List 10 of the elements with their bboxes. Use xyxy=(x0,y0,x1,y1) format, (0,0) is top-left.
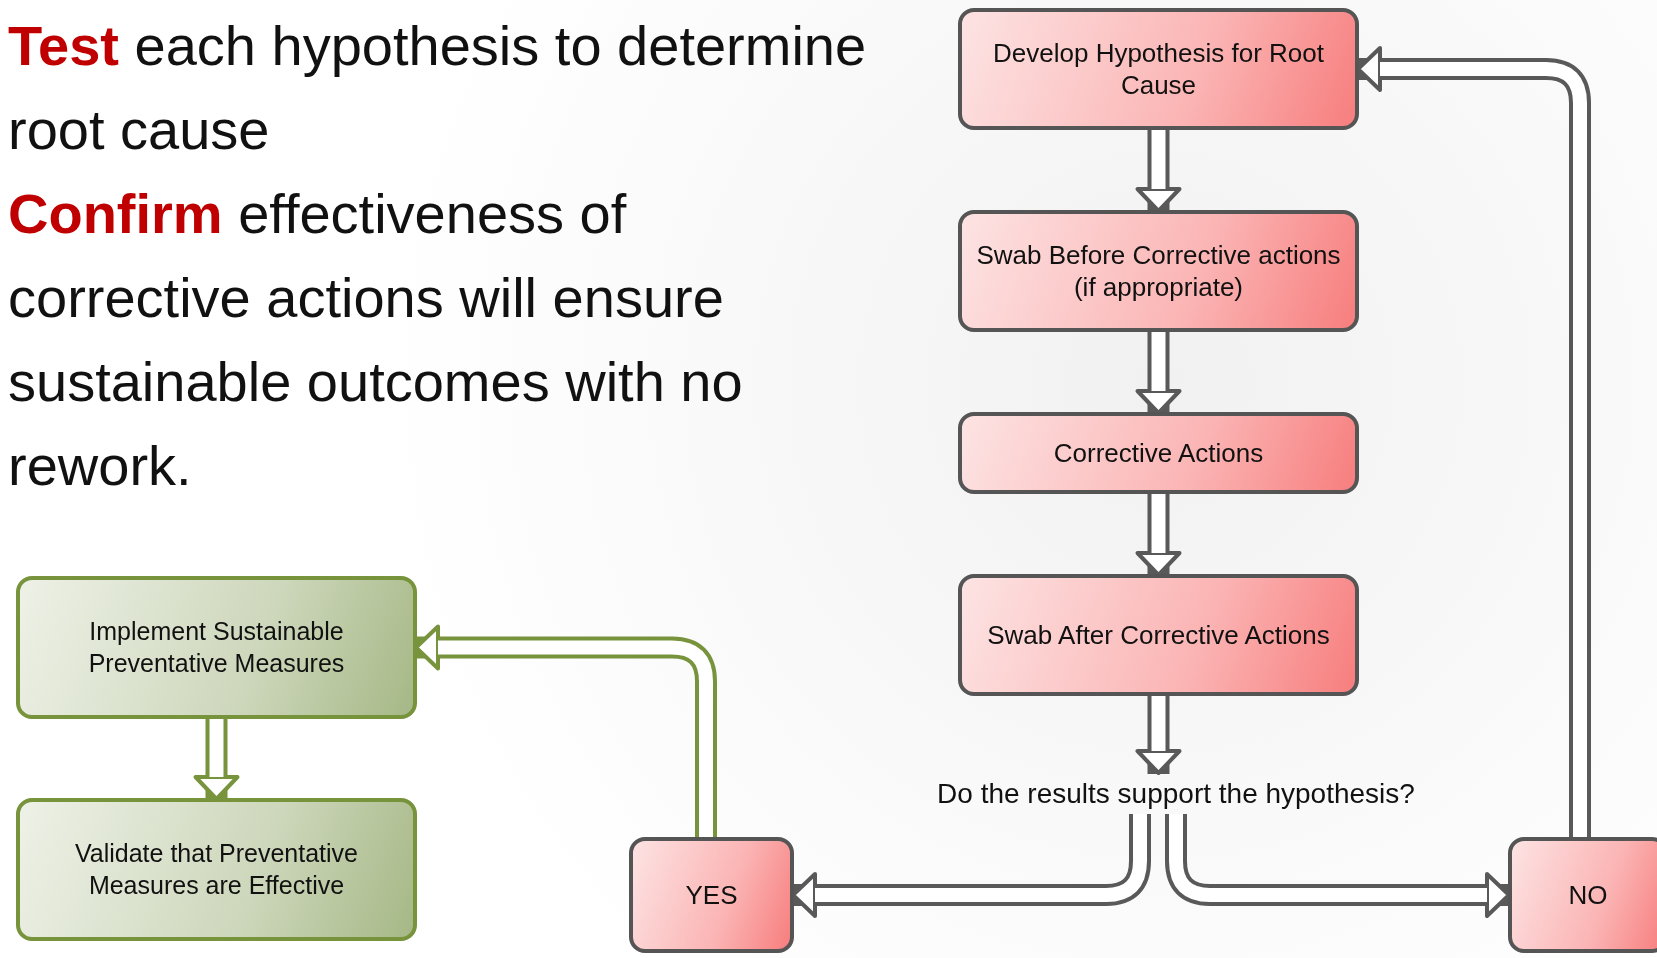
process-box: Swab After Corrective Actions xyxy=(958,574,1359,696)
process-box: Validate that Preventative Measures are Effective xyxy=(16,798,417,941)
answer-box: YES xyxy=(629,837,794,953)
process-box: Develop Hypothesis for Root Cause xyxy=(958,8,1359,130)
question-text: Do the results support the hypothesis? xyxy=(900,772,1452,814)
process-box: Corrective Actions xyxy=(958,412,1359,494)
answer-box: NO xyxy=(1508,837,1657,953)
process-box: Implement Sustainable Preventative Measures xyxy=(16,576,417,719)
process-box: Swab Before Corrective actions (if appropriate) xyxy=(958,210,1359,332)
bullet-text: Confirm effectiveness of corrective actions will ensure sustainable outcomes with no rework. xyxy=(8,181,744,499)
